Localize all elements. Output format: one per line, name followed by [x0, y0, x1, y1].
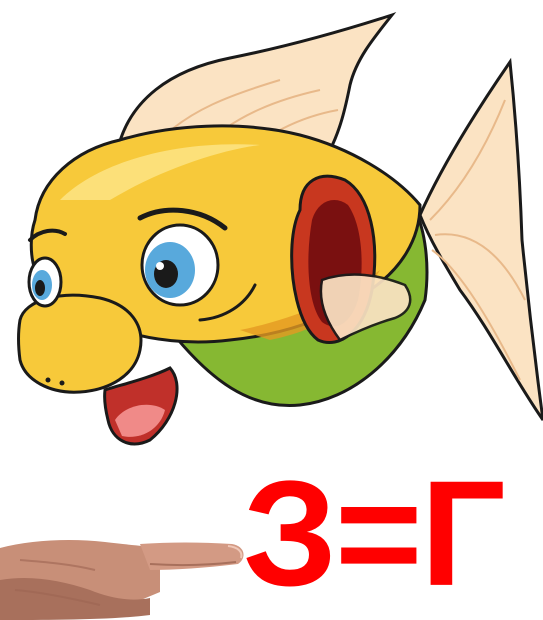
rebus-equation: З=Г [243, 449, 506, 617]
fish-side-fin [319, 273, 412, 342]
fish-left-eye [27, 256, 63, 308]
fish-eyebrow [137, 207, 228, 231]
fish-right-eye [140, 223, 220, 307]
fish-snout [17, 293, 143, 394]
goldfish-illustration [17, 12, 543, 446]
pointing-hand-image [0, 540, 244, 620]
fish-tail-fin [418, 57, 543, 421]
